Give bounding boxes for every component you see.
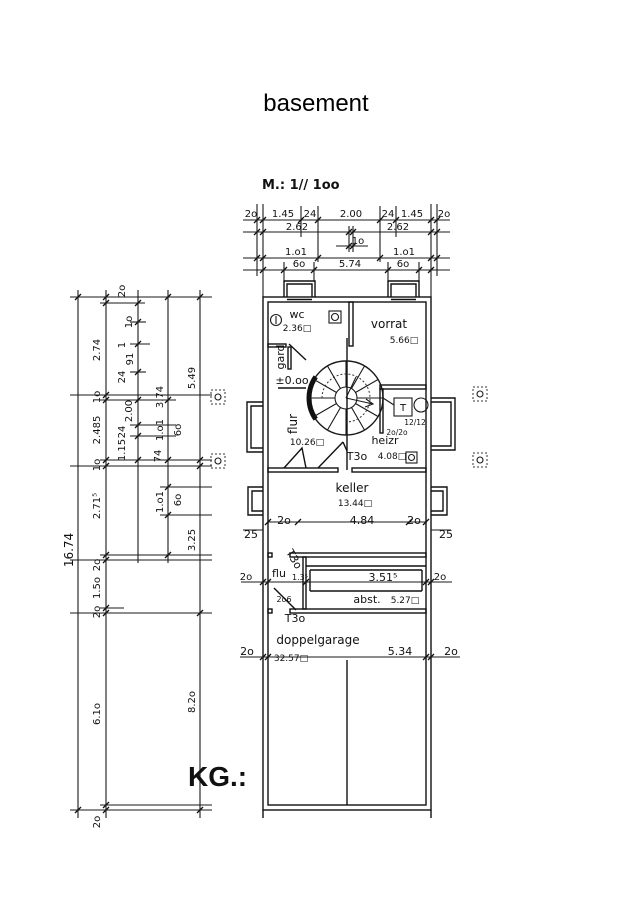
top-dim-r4-1: 1.o1 — [393, 247, 415, 258]
light-wells — [246, 280, 456, 516]
left-dim-c1-8: 6.1o — [92, 703, 103, 725]
room-keller-name: keller — [336, 481, 369, 495]
room-wc-area: 2.36□ — [283, 324, 312, 334]
tank-size-2: 12/12 — [404, 418, 426, 427]
keller-dim-1: 4.84 — [350, 514, 375, 527]
light-well-dim-left: 25 — [244, 528, 258, 541]
top-dim-r1-5: 1.45 — [401, 209, 423, 220]
top-dim-r1-0: 2o — [245, 209, 257, 220]
left-dim-c1-1: 1o — [92, 391, 103, 403]
left-dim-c5-1: 3.25 — [187, 529, 198, 551]
left-dim-c1-9: 2o — [92, 816, 103, 828]
top-dim-r1-3: 2.00 — [340, 209, 362, 220]
top-dim-r1-2: 24 — [304, 209, 317, 220]
room-flur-lower-name: flu — [272, 567, 286, 580]
abst-dim-0: 2o — [240, 572, 252, 583]
garage-dim-1: 5.34 — [388, 645, 413, 658]
left-dim-c2-7: 1.15 — [117, 439, 128, 461]
garage-dim-0: 2o — [240, 645, 254, 658]
left-dim-c2-1: 1o — [124, 316, 135, 328]
left-dim-c2-2: 1 — [117, 342, 128, 348]
room-flur-name: flur — [286, 414, 300, 434]
left-dimension-lines — [70, 290, 212, 818]
left-dim-c1-7: 2o — [92, 606, 103, 618]
left-dim-c4-0: 6o — [173, 424, 184, 436]
left-dim-c5-0: 5.49 — [187, 367, 198, 389]
top-dim-r2-0: 2.62 — [286, 222, 308, 233]
tank-label: T — [399, 403, 407, 414]
left-dim-c2-5: 2.00 — [124, 400, 135, 422]
room-flur-area: 10.26□ — [290, 438, 324, 448]
door-label: T3o — [346, 450, 368, 463]
top-dim-r4-0: 1.o1 — [285, 247, 307, 258]
level-label: ±0.oo — [275, 374, 308, 387]
top-dim-r5-1: 5.74 — [339, 259, 361, 270]
flur-lower-dim-0: 1.3⁵ — [292, 573, 308, 582]
left-dim-c2-6: 24 — [117, 426, 128, 439]
room-heizr-name: heizr — [371, 434, 399, 447]
left-dim-c3-2: 74 — [153, 450, 164, 463]
room-abst-name: abst. — [353, 593, 380, 606]
top-dim-r5-2: 6o — [397, 259, 409, 270]
abst-dim-2: 2o — [434, 572, 446, 583]
heating-tank-icon — [382, 397, 429, 464]
abst-dim-1: 3.51⁵ — [369, 571, 398, 584]
top-dim-r2-1: 2.62 — [387, 222, 409, 233]
left-dim-c3-0: 3.74 — [155, 386, 166, 408]
left-dim-c2-0: 2o — [117, 285, 128, 297]
left-dim-c2-3: 91 — [125, 353, 136, 366]
left-dim-c3-3: 1.o1 — [155, 491, 166, 513]
room-garderobe-name: gard — [274, 344, 287, 369]
left-dim-c1-6: 1.5o — [92, 577, 103, 599]
top-dim-r1-4: 24 — [382, 209, 395, 220]
left-dimension-ticks — [74, 293, 204, 814]
section-marker-icon — [210, 453, 226, 469]
inner-dimension-lines — [240, 521, 460, 658]
section-marker-icon — [472, 452, 488, 468]
room-abst-area: 5.27□ — [391, 596, 420, 606]
top-dim-r5-0: 6o — [293, 259, 305, 270]
page-title: basement — [263, 90, 369, 117]
left-dim-c1-5: 2o — [92, 559, 103, 571]
top-dim-r1-6: 2o — [438, 209, 450, 220]
room-doppelgarage-name: doppelgarage — [276, 633, 359, 647]
left-dim-c2-4: 24 — [117, 371, 128, 384]
left-dim-c5-2: 8.2o — [187, 691, 198, 713]
sink-icon — [328, 310, 342, 324]
top-dimension-ticks — [253, 216, 441, 274]
room-heizr-area: 4.08□ — [378, 452, 407, 462]
stair-direction-arrow-icon — [345, 376, 375, 408]
tank-size-1: 2o/2o — [386, 428, 408, 437]
top-dim-r3-0: 1o — [352, 236, 364, 247]
section-marker-icon — [472, 386, 488, 402]
left-dim-total: 16.74 — [62, 533, 76, 567]
keller-dim-0: 2o — [277, 514, 291, 527]
left-dim-c1-4: 2.71⁵ — [92, 493, 103, 519]
left-dim-c1-3: 1o — [92, 459, 103, 471]
plan-label: KG.: — [188, 761, 247, 792]
keller-dim-2: 2o — [407, 514, 421, 527]
left-dim-c4-1: 6o — [173, 494, 184, 506]
top-dim-r1-1: 1.45 — [272, 209, 294, 220]
left-dim-c1-2: 2.485 — [92, 416, 103, 445]
light-well-dim-right: 25 — [439, 528, 453, 541]
left-dim-c1-0: 2.74 — [92, 339, 103, 361]
door-label: T3o — [284, 612, 306, 625]
room-doppelgarage-area: 32.57□ — [274, 654, 308, 664]
toilet-icon — [269, 313, 283, 327]
interior-walls — [267, 301, 427, 805]
section-marker-icon — [210, 389, 226, 405]
room-wc-name: wc — [289, 308, 304, 321]
left-dim-c3-1: 1.o1 — [155, 419, 166, 441]
room-keller-area: 13.44□ — [338, 499, 372, 509]
scale-label: M.: 1// 1oo — [262, 178, 340, 193]
flur-lower-dim-1: 2o6 — [276, 595, 291, 604]
room-vorrat-area: 5.66□ — [390, 336, 419, 346]
garage-dim-2: 2o — [444, 645, 458, 658]
inner-dimension-ticks — [259, 518, 435, 661]
room-vorrat-name: vorrat — [371, 317, 407, 331]
